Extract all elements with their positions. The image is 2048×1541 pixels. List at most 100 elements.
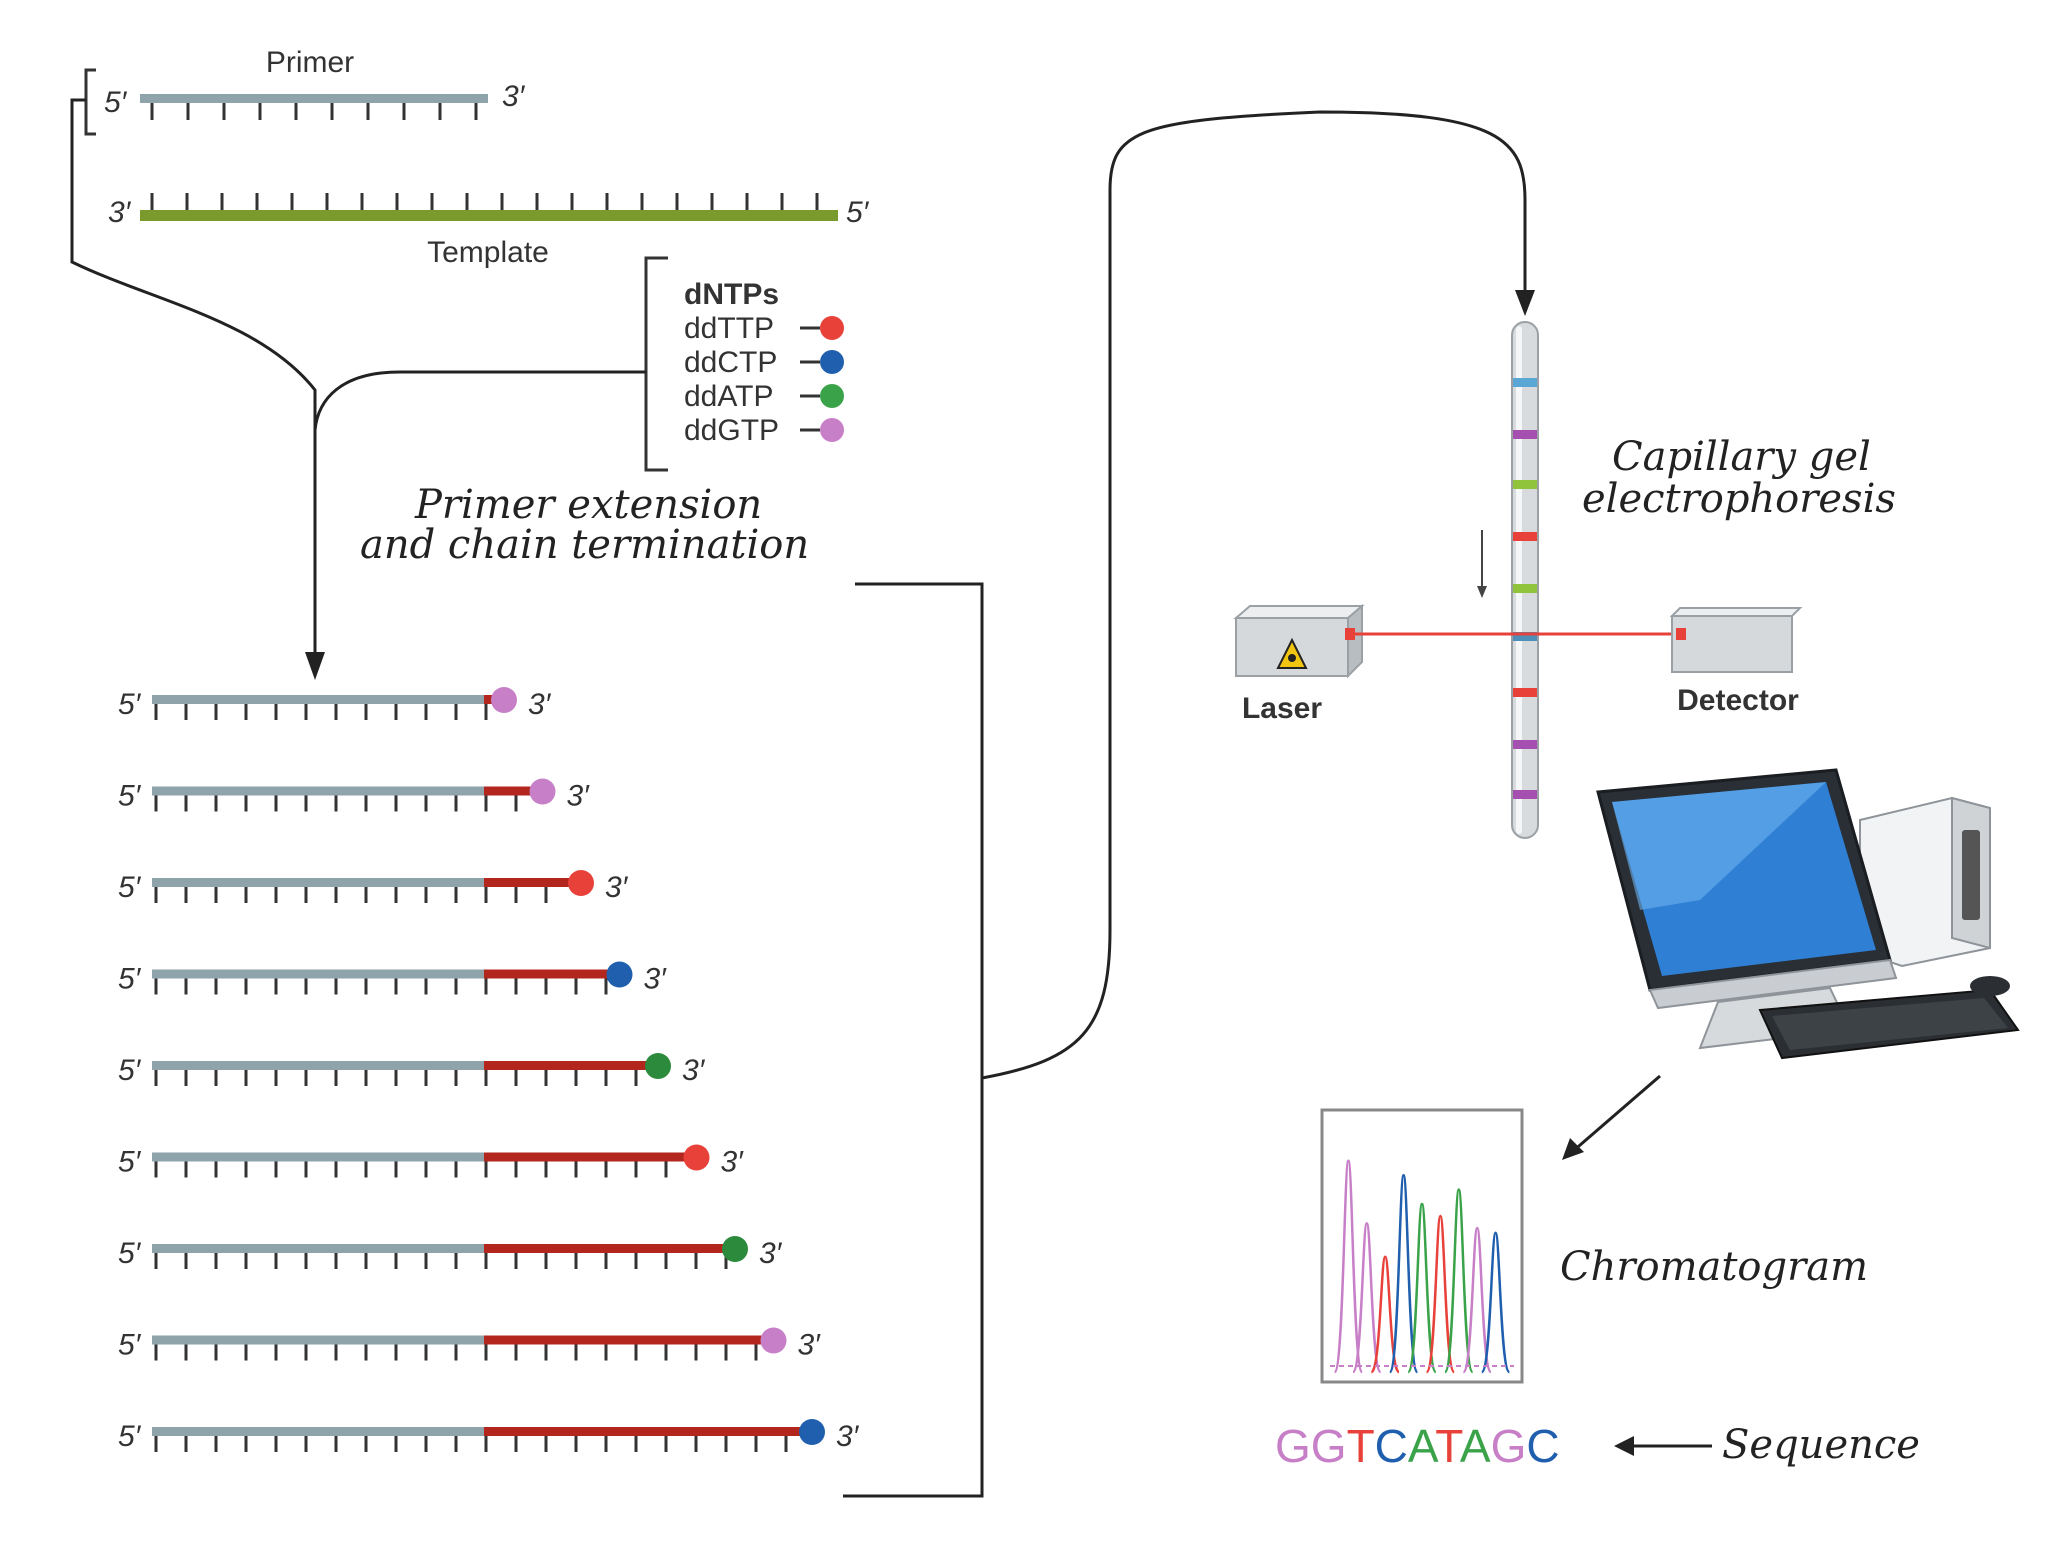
- chromatogram-peak: [1406, 1202, 1438, 1374]
- reaction-flow-lines: [70, 98, 646, 680]
- fragment: 5′3′: [118, 1053, 706, 1087]
- laser-device: Laser: [1233, 603, 1365, 725]
- fragment-5prime-label: 5′: [118, 871, 142, 904]
- fragment-5prime-label: 5′: [118, 780, 142, 813]
- computer-to-chromatogram-arrow-head: [1562, 1138, 1584, 1160]
- template-label: Template: [427, 236, 549, 269]
- capillary-band: [1513, 688, 1537, 697]
- chromatogram-peak: [1388, 1173, 1419, 1374]
- chromatogram-panel: [1320, 1108, 1524, 1384]
- capillary-band: [1513, 430, 1537, 439]
- capillary-label-line2: electrophoresis: [1582, 476, 1896, 522]
- fragment: 5′3′: [118, 1144, 744, 1179]
- chromatogram-peak: [1480, 1231, 1511, 1374]
- sequence-base: A: [1408, 1420, 1439, 1472]
- detector-device: Detector: [1669, 607, 1803, 717]
- primer-3prime-label: 3′: [502, 80, 526, 113]
- fragment-5prime-label: 5′: [118, 963, 142, 996]
- chromatogram-peak: [1333, 1159, 1364, 1374]
- fragment-terminator-dot: [683, 1144, 710, 1171]
- fragment: 5′ 3′: [118, 1419, 860, 1453]
- capillary-band: [1513, 632, 1537, 641]
- fragment-5prime-label: 5′: [118, 1329, 142, 1362]
- laser-warning-icon: [1276, 637, 1308, 669]
- template-strand: [140, 193, 838, 221]
- fragment-5prime-label: 5′: [118, 1420, 142, 1453]
- ddntp-dot: [820, 316, 844, 340]
- ddntp-item: ddCTP: [684, 346, 844, 379]
- computer-icon: [1596, 768, 2020, 1060]
- ddntp-label: ddATP: [684, 380, 774, 413]
- fragment-3prime-label: 3′: [605, 871, 629, 904]
- dntps-label: dNTPs: [684, 278, 779, 311]
- fragment-terminator-dot: [529, 778, 556, 805]
- fragment-extension-segment: [484, 1061, 658, 1070]
- reaction-arrow-head: [305, 652, 325, 680]
- fragment-extension-segment: [484, 969, 620, 979]
- sequence-base: A: [1460, 1420, 1491, 1472]
- step-label-line1: Primer extension: [414, 482, 762, 528]
- capillary-band: [1513, 790, 1537, 799]
- fragment-primer-segment: [152, 1427, 484, 1436]
- fragment: 5′3′: [118, 778, 590, 813]
- sequence-letters: GGTCATAGC: [1275, 1420, 1560, 1472]
- fragment-3prime-label: 3′: [682, 1054, 706, 1087]
- fragment-terminator-dot: [799, 1419, 825, 1445]
- computer-tower: [1859, 796, 1991, 968]
- fragment-3prime-label: 3′: [836, 1420, 860, 1453]
- template-5prime-label: 5′: [846, 196, 870, 229]
- fragment-3prime-label: 3′: [528, 688, 552, 721]
- ddntp-dot: [820, 384, 844, 408]
- primer-strand: [140, 94, 488, 120]
- ddntp-item: ddATP: [684, 380, 844, 413]
- chromatogram-peak: [1370, 1255, 1401, 1374]
- fragment-terminator-dot: [645, 1053, 671, 1079]
- fragment-3prime-label: 3′: [759, 1237, 783, 1270]
- capillary-bands: [1513, 378, 1537, 799]
- computer-mouse: [1970, 976, 2010, 996]
- primer-bracket: [84, 68, 96, 136]
- template-3prime-label: 3′: [108, 196, 132, 229]
- ddntp-flow-line: [313, 370, 646, 431]
- capillary-band: [1513, 480, 1537, 489]
- sequence-base: T: [1347, 1420, 1375, 1472]
- sequence-label: Sequence: [1722, 1422, 1920, 1468]
- template-backbone: [140, 210, 838, 221]
- sequence-arrow-head: [1614, 1436, 1634, 1456]
- computer-to-chromatogram-arrow: [1571, 1074, 1661, 1154]
- fragment-primer-segment: [152, 1335, 484, 1345]
- detector-label: Detector: [1677, 684, 1799, 717]
- computer-keyboard: [1758, 988, 2020, 1060]
- nucleotide-bracket: [644, 256, 668, 472]
- fragment-5prime-label: 5′: [118, 1237, 142, 1270]
- migration-arrow-head: [1477, 586, 1487, 598]
- chromatogram-peak: [1462, 1226, 1493, 1374]
- fragment-primer-segment: [152, 695, 484, 704]
- fragment-5prime-label: 5′: [118, 1146, 142, 1179]
- fragment-primer-segment: [152, 786, 484, 796]
- fragment-5prime-label: 5′: [118, 688, 142, 721]
- fragment-extension-segment: [484, 1244, 735, 1253]
- capillary-feed-line: [981, 110, 1527, 1080]
- fragment: 5′ 3′: [118, 870, 629, 904]
- ddntp-dot: [820, 418, 844, 442]
- ddntp-label: ddGTP: [684, 414, 779, 447]
- ddntp-label: ddTTP: [684, 312, 774, 345]
- fragment-bracket: [843, 582, 984, 1498]
- fragment-primer-segment: [152, 878, 484, 887]
- sequence-base: G: [1275, 1420, 1311, 1472]
- ddntp-item: ddGTP: [684, 414, 844, 447]
- fragment-extension-segment: [484, 1335, 774, 1345]
- fragment-primer-segment: [152, 1152, 484, 1162]
- fragment-terminator-dot: [606, 961, 633, 988]
- sequence-base: G: [1491, 1420, 1527, 1472]
- fragment-primer-segment: [152, 1061, 484, 1070]
- fragment-primer-segment: [152, 1244, 484, 1253]
- fragment-extension-segment: [484, 878, 581, 887]
- capillary-feed-arrow-head: [1515, 290, 1535, 316]
- capillary-tube: [1477, 321, 1539, 839]
- fragment: 5′ 3′: [118, 687, 552, 721]
